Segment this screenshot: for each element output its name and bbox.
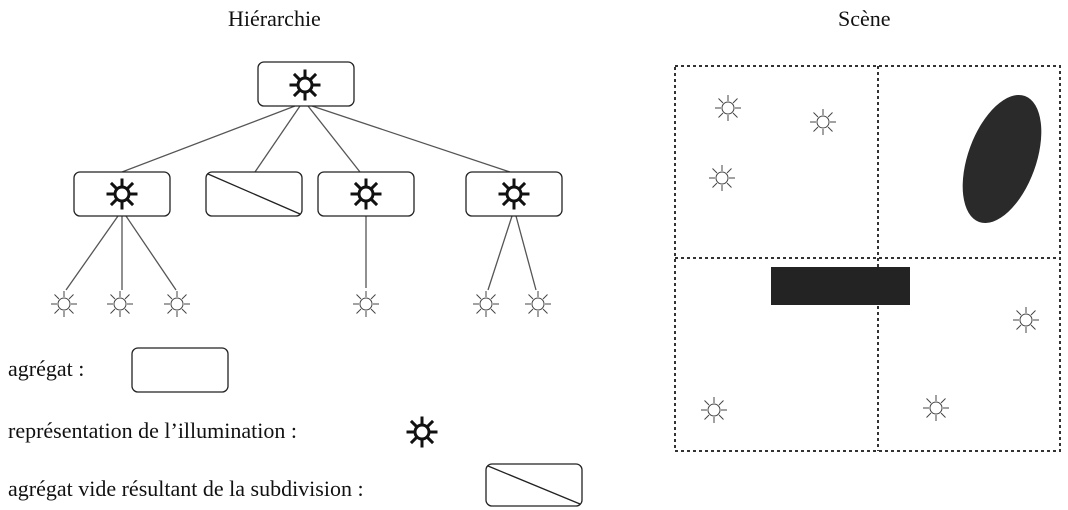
edge-root-child2 — [254, 105, 301, 173]
legend-aggregate-box — [131, 347, 229, 393]
legend-empty-diagonal — [487, 465, 581, 505]
scene — [674, 65, 1061, 452]
edge-child1-leaf1 — [65, 215, 119, 291]
edge-child4-leaf1 — [487, 215, 513, 291]
light-source-icon — [524, 290, 552, 318]
legend-illumination-icon — [406, 416, 438, 448]
edge-root-child1 — [121, 105, 296, 173]
legend-illumination-label: représentation de l’illumination : — [8, 418, 297, 443]
edge-root-child4 — [311, 105, 511, 173]
rectangle-object — [771, 267, 910, 305]
legend-empty-aggregate-label: agrégat vide résultant de la subdivision… — [8, 476, 364, 501]
edge-child1-leaf3 — [125, 215, 177, 291]
legend-aggregate-label: agrégat : — [8, 356, 85, 381]
light-source-icon — [714, 94, 742, 122]
illumination-icon — [289, 69, 321, 101]
light-source-icon — [700, 396, 728, 424]
hierarchy-title: Hiérarchie — [228, 6, 321, 31]
illumination-icon — [498, 178, 530, 210]
light-source-icon — [1012, 306, 1040, 334]
scene-title: Scène — [838, 6, 891, 31]
light-source-icon — [922, 394, 950, 422]
light-source-icon — [809, 108, 837, 136]
light-source-icon — [472, 290, 500, 318]
illumination-icon — [350, 178, 382, 210]
light-source-icon — [708, 164, 736, 192]
edge-root-child3 — [307, 105, 361, 173]
light-source-icon — [352, 290, 380, 318]
ellipse-object — [962, 94, 1042, 224]
light-source-icon — [106, 290, 134, 318]
light-source-icon — [163, 290, 191, 318]
light-source-icon — [50, 290, 78, 318]
empty-aggregate-diagonal — [207, 173, 301, 215]
edge-child4-leaf2 — [515, 215, 537, 291]
illumination-icon — [106, 178, 138, 210]
